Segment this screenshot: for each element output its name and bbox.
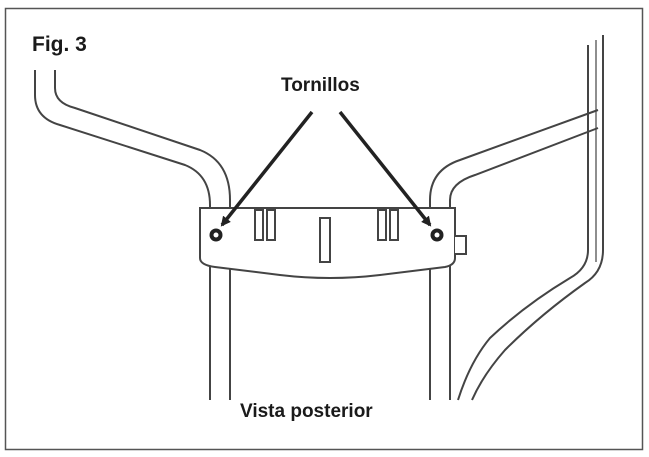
left-frame-tube	[34, 70, 231, 400]
left-screw-icon	[209, 228, 223, 242]
right-frame-tube	[429, 109, 599, 400]
screws-label: Tornillos	[281, 75, 360, 96]
right-callout-arrow	[338, 110, 432, 227]
mounting-bracket	[199, 207, 467, 279]
figure-frame	[4, 7, 644, 451]
view-caption: Vista posterior	[240, 401, 373, 422]
left-callout-arrow	[220, 110, 314, 227]
figure-number: Fig. 3	[32, 33, 87, 56]
right-screw-icon	[430, 228, 444, 242]
side-frame-tube	[457, 35, 604, 401]
